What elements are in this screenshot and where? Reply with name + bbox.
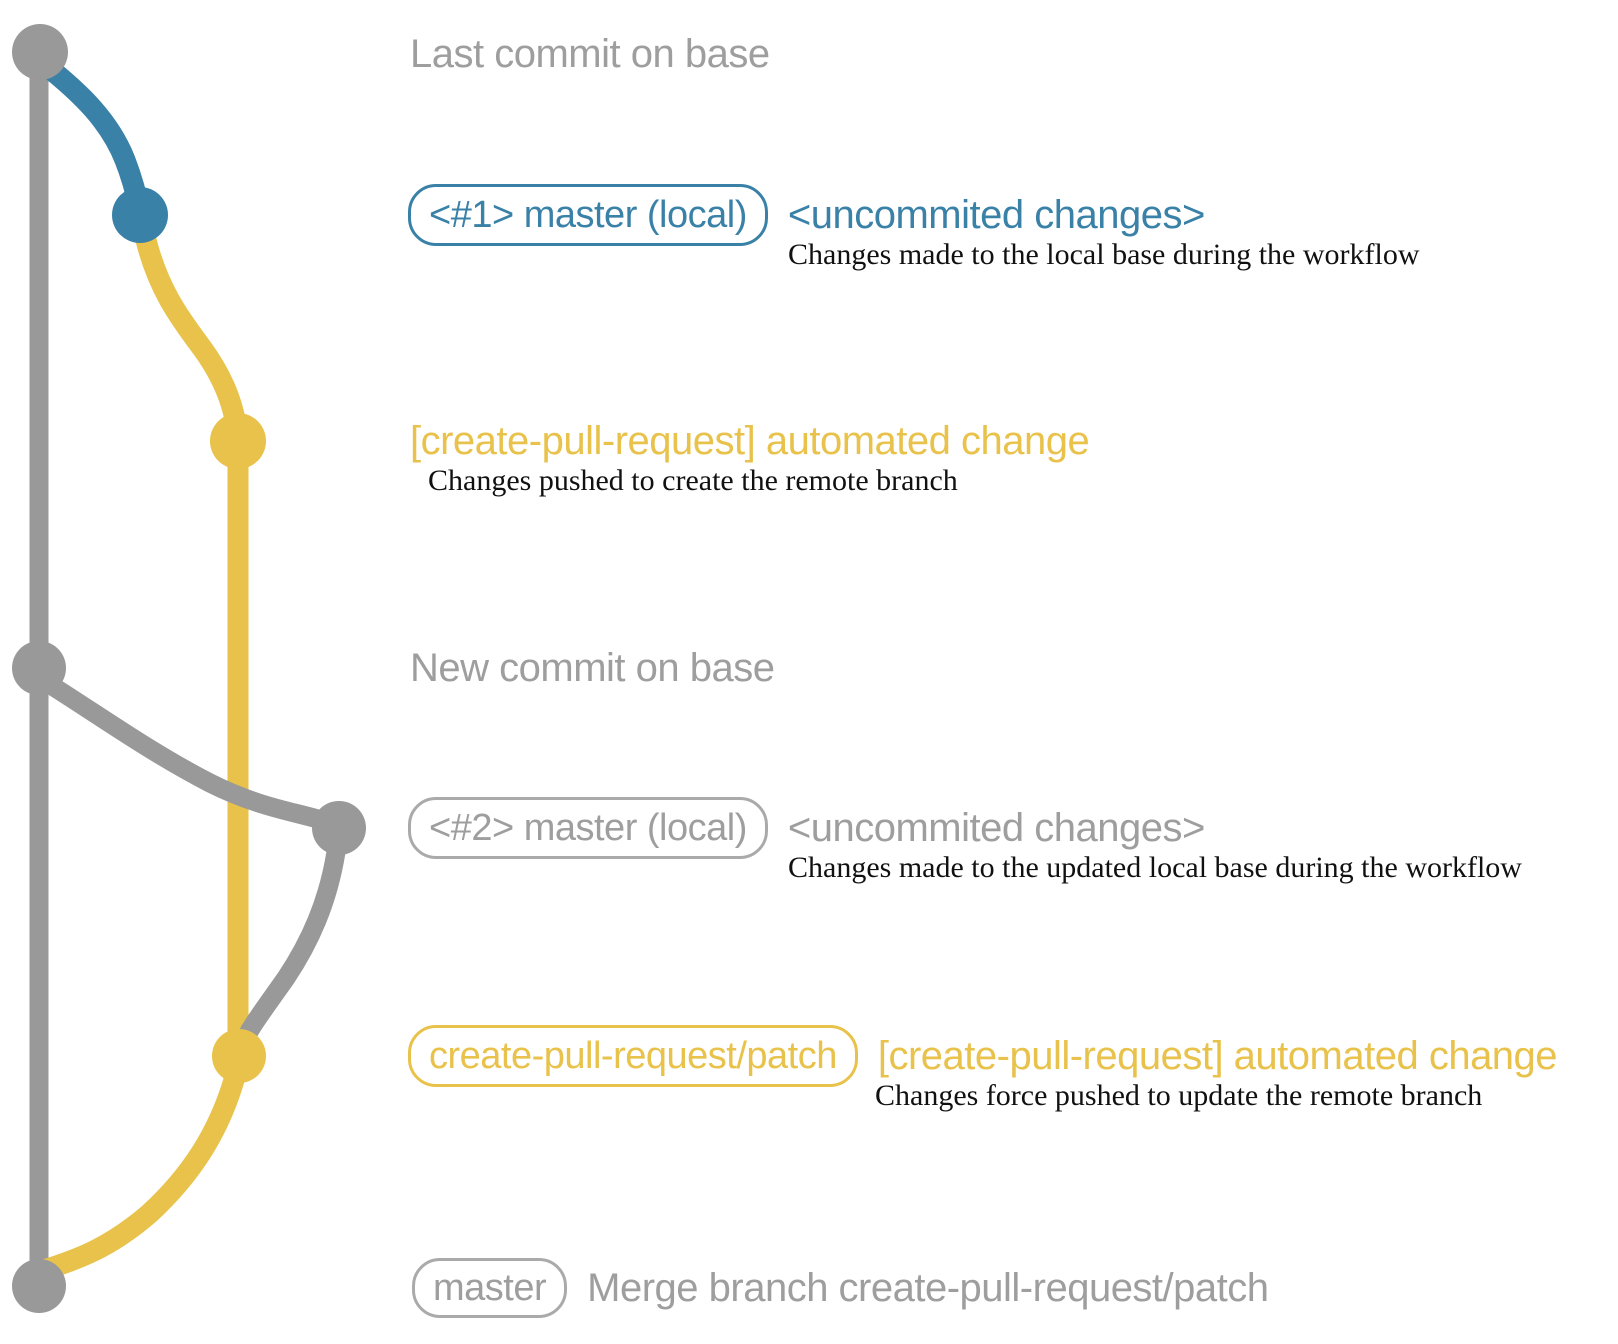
label-automated-change-1: [create-pull-request] automated change — [410, 419, 1090, 463]
desc-local-changes-2: Changes made to the updated local base d… — [788, 851, 1522, 884]
desc-local-changes-1: Changes made to the local base during th… — [788, 238, 1420, 271]
branch-badge-master-local-1: <#1> master (local) — [408, 184, 768, 246]
row-local-commit-2: <#2> master (local) <uncommited changes> — [408, 797, 1205, 859]
label-last-commit-on-base: Last commit on base — [410, 32, 770, 76]
branch-badge-master-local-2: <#2> master (local) — [408, 797, 768, 859]
branch-badge-master: master — [412, 1258, 568, 1318]
commit-dot-patch-2 — [212, 1029, 266, 1083]
label-uncommited-changes-2: <uncommited changes> — [787, 805, 1205, 850]
desc-pushed-create-branch: Changes pushed to create the remote bran… — [428, 464, 958, 497]
commit-dot-base-new — [12, 641, 66, 695]
patch-branch-curve-1 — [135, 229, 248, 443]
commit-dot-local-1 — [112, 187, 168, 243]
label-automated-change-2: [create-pull-request] automated change — [877, 1033, 1558, 1078]
patch-merge-curve — [33, 1069, 245, 1281]
commit-dot-base-last — [12, 24, 68, 80]
branch-badge-patch: create-pull-request/patch — [408, 1025, 858, 1087]
desc-force-pushed: Changes force pushed to update the remot… — [875, 1079, 1483, 1112]
commit-dot-local-2 — [312, 801, 366, 855]
row-merge-commit: master Merge branch create-pull-request/… — [412, 1258, 1269, 1318]
row-local-commit-1: <#1> master (local) <uncommited changes> — [408, 184, 1205, 246]
commit-dot-merge — [12, 1259, 66, 1313]
label-uncommited-changes-1: <uncommited changes> — [787, 192, 1205, 237]
label-new-commit-on-base: New commit on base — [410, 646, 775, 690]
commit-dot-patch-1 — [210, 413, 266, 469]
row-patch-commit-2: create-pull-request/patch [create-pull-r… — [408, 1025, 1558, 1087]
local-to-patch-curve — [232, 842, 346, 1056]
local-branch-curve-gray — [36, 672, 344, 834]
label-merge-branch: Merge branch create-pull-request/patch — [587, 1265, 1269, 1310]
